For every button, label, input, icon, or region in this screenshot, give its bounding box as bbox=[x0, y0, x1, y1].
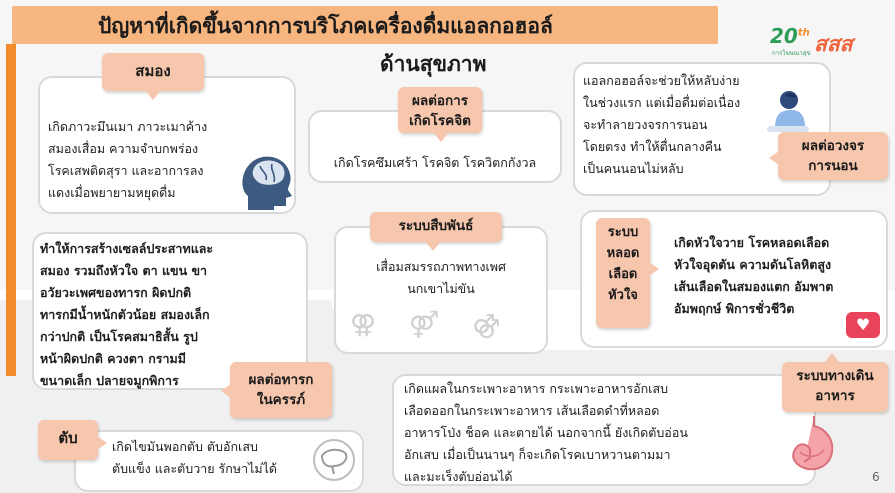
liver-tag: ตับ bbox=[38, 420, 107, 460]
left-accent-stripe bbox=[6, 44, 16, 376]
digestive-text: เกิดแผลในกระเพาะอาหาร กระเพาะอาหารอักเสบ… bbox=[404, 381, 688, 484]
gender-symbols-icon: ⚢ ⚤ ⚣ bbox=[350, 310, 503, 340]
digestive-tag: ระบบทางเดิน อาหาร bbox=[782, 353, 888, 412]
mental-tag: ผลต่อการ เกิดโรคจิต bbox=[398, 87, 482, 142]
brand-logo: 20th การโฆษณาสุข สสส bbox=[770, 22, 880, 60]
title-bar: ปัญหาที่เกิดขึ้นจากการบริโภคเครื่องดื่มแ… bbox=[12, 6, 718, 44]
digestive-card: เกิดแผลในกระเพาะอาหาร กระเพาะอาหารอักเสบ… bbox=[392, 374, 816, 486]
liver-icon bbox=[313, 439, 355, 481]
stomach-icon bbox=[792, 416, 834, 471]
reproductive-tag: ระบบสืบพันธ์ bbox=[370, 212, 502, 251]
section-title: ด้านสุขภาพ bbox=[380, 52, 487, 76]
sleep-tag: ผลต่อวงจร การนอน bbox=[769, 132, 888, 180]
logo-number: 20th bbox=[770, 24, 810, 48]
sleeping-woman-icon bbox=[767, 91, 809, 132]
heartbeat-icon: ♥ bbox=[846, 312, 880, 338]
page-number: 6 bbox=[872, 470, 880, 484]
cardio-text: เกิดหัวใจวาย โรคหลอดเลือด หัวใจอุดตัน คว… bbox=[674, 235, 834, 316]
page-title: ปัญหาที่เกิดขึ้นจากการบริโภคเครื่องดื่มแ… bbox=[98, 14, 553, 38]
reproductive-card: เสื่อมสมรรถภาพทางเพศ นกเขาไม่ขัน ⚢ ⚤ ⚣ bbox=[334, 226, 548, 354]
sleep-text: แอลกอฮอล์จะช่วยให้หลับง่าย ในช่วงแรก แต่… bbox=[583, 73, 741, 176]
liver-card: เกิดไขมันพอกตับ ตับอักเสบ ตับแข็ง และตับ… bbox=[74, 430, 364, 492]
logo-subtext: การโฆษณาสุข bbox=[772, 50, 811, 57]
logo-brand: สสส bbox=[814, 32, 853, 56]
brain-text: เกิดภาวะมึนเมา ภาวะเมาค้าง สมองเสื่อม คว… bbox=[48, 119, 208, 200]
brain-tag: สมอง bbox=[102, 53, 204, 100]
brain-head-icon bbox=[242, 156, 292, 210]
cardio-tag: ระบบ หลอด เลือด หัวใจ bbox=[596, 218, 659, 328]
reproductive-text: เสื่อมสมรรถภาพทางเพศ นกเขาไม่ขัน bbox=[376, 259, 506, 296]
mental-text: เกิดโรคซึมเศร้า โรคจิต โรควิตกกังวล bbox=[333, 155, 537, 170]
fetus-tag: ผลต่อทารก ในครรภ์ bbox=[221, 362, 332, 418]
fetus-text: ทำให้การสร้างเซลล์ประสาทและ สมอง รวมถึงห… bbox=[40, 241, 214, 388]
brain-card: เกิดภาวะมึนเมา ภาวะเมาค้าง สมองเสื่อม คว… bbox=[38, 76, 296, 214]
liver-text: เกิดไขมันพอกตับ ตับอักเสบ ตับแข็ง และตับ… bbox=[112, 439, 278, 476]
